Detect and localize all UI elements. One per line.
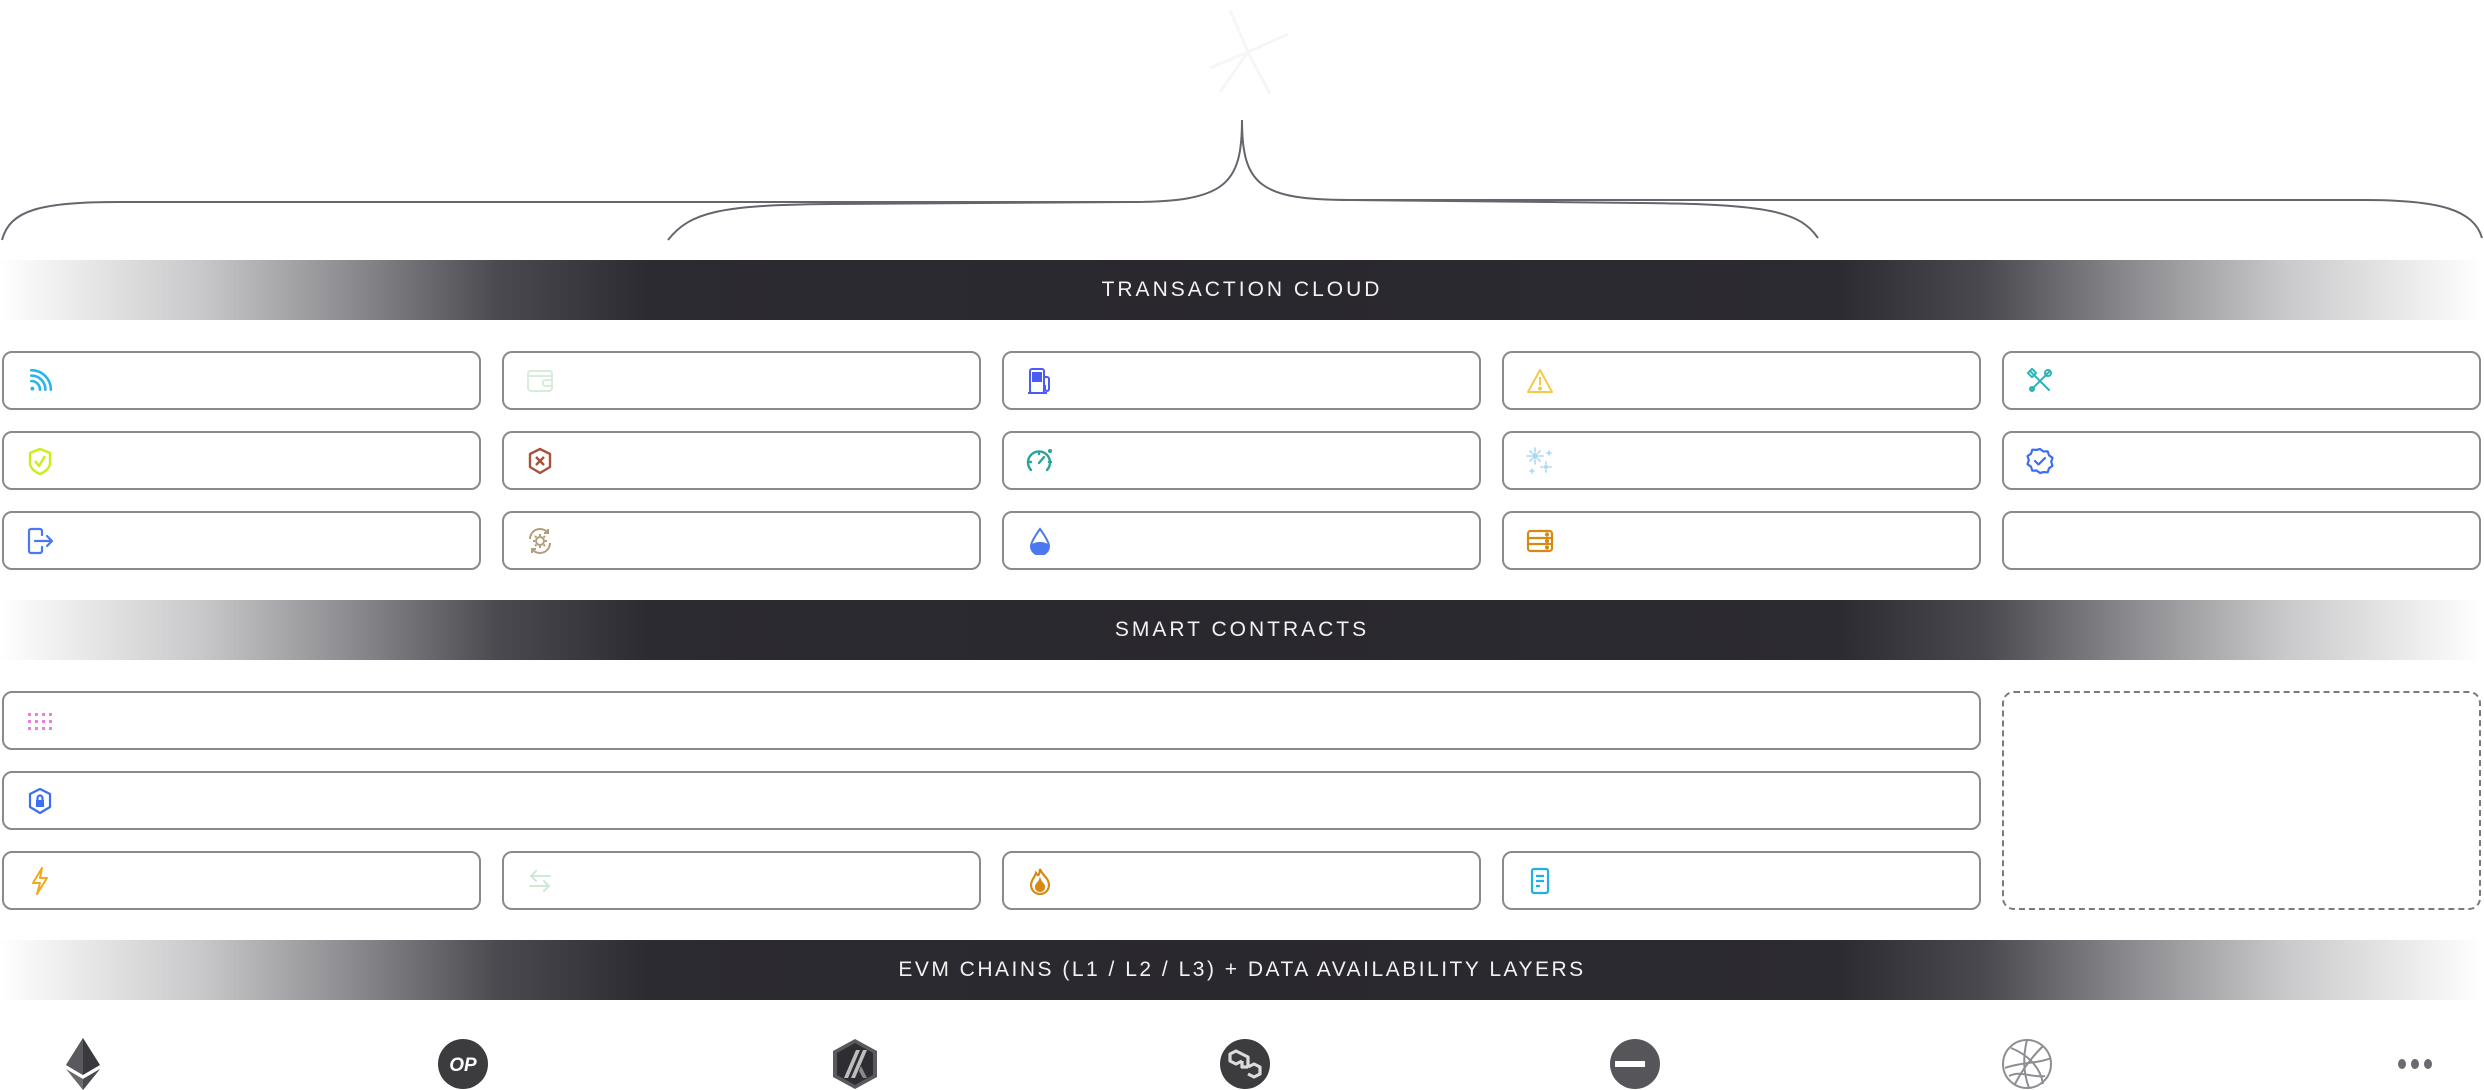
lightning-icon bbox=[26, 866, 54, 895]
transaction-cloud-band: TRANSACTION CLOUD bbox=[0, 260, 2484, 320]
arbitrum-logo bbox=[829, 1038, 881, 1090]
ethereum-logo bbox=[57, 1038, 109, 1090]
shield-x-icon bbox=[526, 447, 554, 475]
tx-card-empty[interactable] bbox=[2002, 511, 2481, 570]
dot-grid-icon bbox=[26, 707, 54, 735]
sc-dashed-placeholder[interactable] bbox=[2002, 691, 2481, 910]
smart-contracts-title: SMART CONTRACTS bbox=[1114, 618, 1370, 641]
sc-card-swap[interactable] bbox=[502, 851, 981, 910]
polygon-logo bbox=[1219, 1038, 1271, 1090]
swap-arrows-icon bbox=[526, 867, 554, 895]
sc-card-dot-grid[interactable] bbox=[2, 691, 1981, 750]
wallet-icon bbox=[526, 367, 554, 395]
tx-card-drop[interactable] bbox=[1002, 511, 1481, 570]
sc-card-document[interactable] bbox=[1502, 851, 1981, 910]
chains-band: EVM CHAINS (L1 / L2 / L3) + DATA AVAILAB… bbox=[0, 940, 2484, 1000]
chains-title: EVM CHAINS (L1 / L2 / L3) + DATA AVAILAB… bbox=[898, 958, 1586, 981]
exit-door-icon bbox=[26, 527, 54, 555]
speedometer-icon bbox=[1026, 447, 1054, 475]
tx-card-speed[interactable] bbox=[1002, 431, 1481, 490]
sparkles-icon bbox=[1526, 446, 1554, 475]
tx-card-gear-sync[interactable] bbox=[502, 511, 981, 570]
optimism-logo: OP bbox=[437, 1038, 489, 1090]
shield-lock-icon bbox=[26, 787, 54, 815]
tx-card-shield-check[interactable] bbox=[2, 431, 481, 490]
gas-pump-icon bbox=[1026, 367, 1054, 395]
brace-connector bbox=[1, 119, 2483, 241]
shield-check-icon bbox=[26, 447, 54, 475]
tx-card-verified[interactable] bbox=[2002, 431, 2481, 490]
sc-card-flame[interactable] bbox=[1002, 851, 1481, 910]
flame-icon bbox=[1026, 867, 1054, 895]
pinwheel-star-logo bbox=[1209, 9, 1289, 95]
svg-text:OP: OP bbox=[449, 1055, 477, 1076]
smart-contracts-band: SMART CONTRACTS bbox=[0, 600, 2484, 660]
tx-card-wallet[interactable] bbox=[502, 351, 981, 410]
document-icon bbox=[1526, 867, 1554, 895]
more-icon[interactable] bbox=[2389, 1038, 2441, 1090]
globe-network-logo bbox=[2001, 1038, 2053, 1090]
tx-card-exit[interactable] bbox=[2, 511, 481, 570]
sc-card-shield-lock[interactable] bbox=[2, 771, 1981, 830]
tx-card-tools[interactable] bbox=[2002, 351, 2481, 410]
minus-chain-logo bbox=[1609, 1038, 1661, 1090]
rss-feed-icon bbox=[26, 367, 54, 395]
tx-card-warning[interactable] bbox=[1502, 351, 1981, 410]
verified-badge-icon bbox=[2026, 447, 2054, 475]
tx-card-gas[interactable] bbox=[1002, 351, 1481, 410]
tx-card-rss[interactable] bbox=[2, 351, 481, 410]
transaction-cloud-title: TRANSACTION CLOUD bbox=[1101, 278, 1383, 301]
tools-icon bbox=[2026, 367, 2054, 395]
tx-card-sparkles[interactable] bbox=[1502, 431, 1981, 490]
warning-triangle-icon bbox=[1526, 367, 1554, 395]
sc-card-lightning[interactable] bbox=[2, 851, 481, 910]
gear-sync-icon bbox=[526, 527, 554, 555]
tx-card-shield-x[interactable] bbox=[502, 431, 981, 490]
water-drop-icon bbox=[1026, 526, 1054, 555]
tx-card-server[interactable] bbox=[1502, 511, 1981, 570]
server-stack-icon bbox=[1526, 527, 1554, 555]
